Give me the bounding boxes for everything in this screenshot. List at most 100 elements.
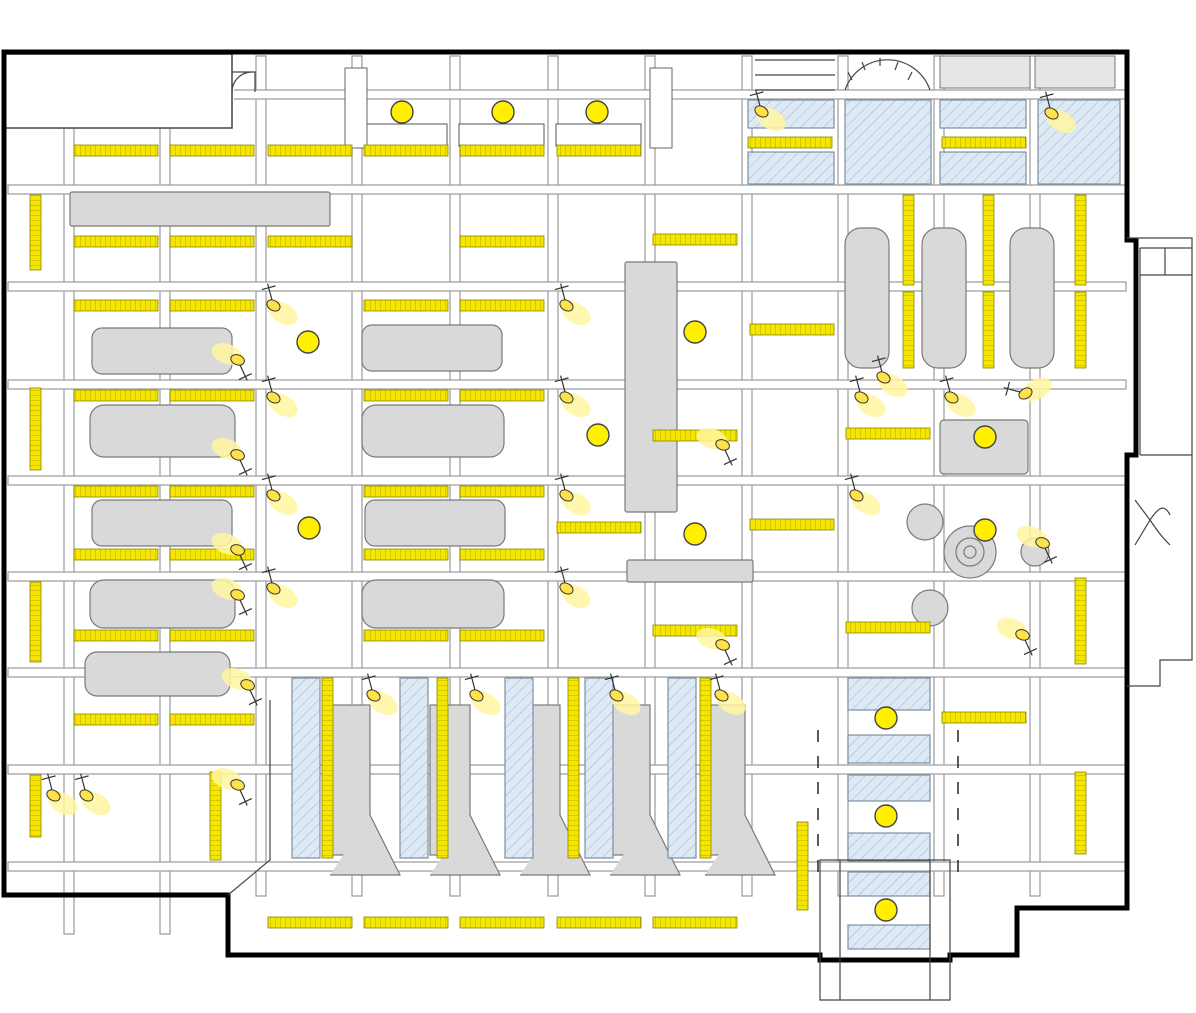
spotlight-icon (74, 773, 111, 815)
light-strip-horizontal (73, 235, 159, 248)
top-block (939, 55, 1031, 89)
light-strip-horizontal (73, 629, 159, 642)
furniture-block (626, 559, 754, 583)
light-strip-horizontal (941, 711, 1027, 724)
light-strip-vertical (1074, 194, 1087, 286)
light-strip-vertical (567, 677, 580, 859)
ceiling-downlight-icon (973, 425, 997, 449)
hatched-area (847, 774, 931, 802)
light-strip-vertical (982, 194, 995, 286)
light-strip-vertical (1074, 291, 1087, 369)
shelf-unit (555, 123, 642, 147)
furniture-block (364, 499, 506, 547)
light-strip-vertical (796, 821, 809, 911)
hatched-zones (291, 99, 1121, 950)
ceiling-downlight-icon (297, 516, 321, 540)
light-strip-horizontal (169, 629, 255, 642)
spotlight-icon (211, 343, 253, 381)
hatched-area (747, 151, 835, 185)
hatched-area (847, 734, 931, 764)
light-strip-vertical (29, 194, 42, 271)
spotlight-icon (211, 438, 253, 476)
light-strip-horizontal (363, 629, 449, 642)
fitting-room-door (705, 814, 776, 876)
furniture-block (361, 579, 505, 629)
spotlight-icon (1016, 526, 1058, 564)
furniture-block (84, 651, 231, 697)
light-strip-horizontal (556, 916, 642, 929)
light-strip-horizontal (459, 389, 545, 402)
ceiling-downlight-icon (683, 522, 707, 546)
light-strip-horizontal (73, 299, 159, 312)
shelf-unit (361, 123, 448, 147)
light-strip-horizontal (169, 548, 255, 561)
furniture-block (844, 227, 890, 369)
light-strip-horizontal (267, 235, 353, 248)
ceiling-downlight-icon (874, 804, 898, 828)
light-strip-vertical (29, 387, 42, 471)
linear-light-strips (29, 136, 1087, 929)
light-strip-horizontal (169, 144, 255, 157)
hatched-area (504, 677, 534, 859)
light-strip-horizontal (363, 548, 449, 561)
hatched-area (399, 677, 429, 859)
spotlight-icon (261, 283, 298, 325)
light-strip-horizontal (556, 521, 642, 534)
light-strip-horizontal (459, 485, 545, 498)
light-strip-horizontal (652, 916, 738, 929)
diagonal-cut (227, 700, 271, 896)
ceiling-downlights (296, 100, 997, 922)
top-block (1034, 55, 1116, 89)
round-table-ring (963, 545, 977, 559)
furniture-block (69, 191, 331, 227)
light-strip-horizontal (652, 624, 738, 637)
ceiling-downlight-icon (585, 100, 609, 124)
light-strip-horizontal (459, 299, 545, 312)
grid-band-horizontal (7, 379, 1127, 390)
furniture-block (921, 227, 967, 369)
furniture-block (89, 404, 236, 458)
light-strip-horizontal (363, 144, 449, 157)
light-strip-horizontal (363, 299, 449, 312)
light-strip-horizontal (459, 916, 545, 929)
fitting-room-door (330, 814, 401, 876)
light-strip-horizontal (169, 299, 255, 312)
hatched-area (847, 832, 931, 862)
spotlight-icon (211, 578, 253, 616)
hatched-area (847, 871, 931, 897)
hatched-area (939, 99, 1027, 129)
furniture-block (361, 324, 503, 372)
ceiling-downlight-icon (586, 423, 610, 447)
light-strip-horizontal (749, 323, 835, 336)
light-strip-horizontal (73, 713, 159, 726)
round-table (911, 589, 949, 627)
column (649, 67, 673, 149)
light-strip-horizontal (747, 136, 833, 149)
spotlight-icon (464, 673, 501, 715)
hatched-area (844, 99, 932, 185)
light-strip-horizontal (73, 548, 159, 561)
hatched-area (939, 151, 1027, 185)
spotlight-icon (1039, 91, 1076, 133)
ceiling-downlight-icon (390, 100, 414, 124)
light-strip-horizontal (363, 485, 449, 498)
spotlight-icon (261, 473, 298, 515)
light-strip-vertical (699, 677, 712, 859)
spotlight-icon (696, 428, 738, 466)
light-strip-vertical (436, 677, 449, 859)
round-table (906, 503, 944, 541)
light-strip-horizontal (73, 389, 159, 402)
light-strip-horizontal (941, 136, 1027, 149)
right-annex (1127, 237, 1193, 687)
light-strip-vertical (902, 291, 915, 369)
ceiling-downlight-icon (973, 518, 997, 542)
ceiling-downlight-icon (296, 330, 320, 354)
light-strip-horizontal (652, 429, 738, 442)
light-strip-horizontal (845, 621, 931, 634)
light-strip-vertical (29, 581, 42, 663)
furniture-block (361, 404, 505, 458)
light-strip-horizontal (459, 235, 545, 248)
spotlight-icon (749, 89, 786, 131)
light-strip-horizontal (169, 235, 255, 248)
